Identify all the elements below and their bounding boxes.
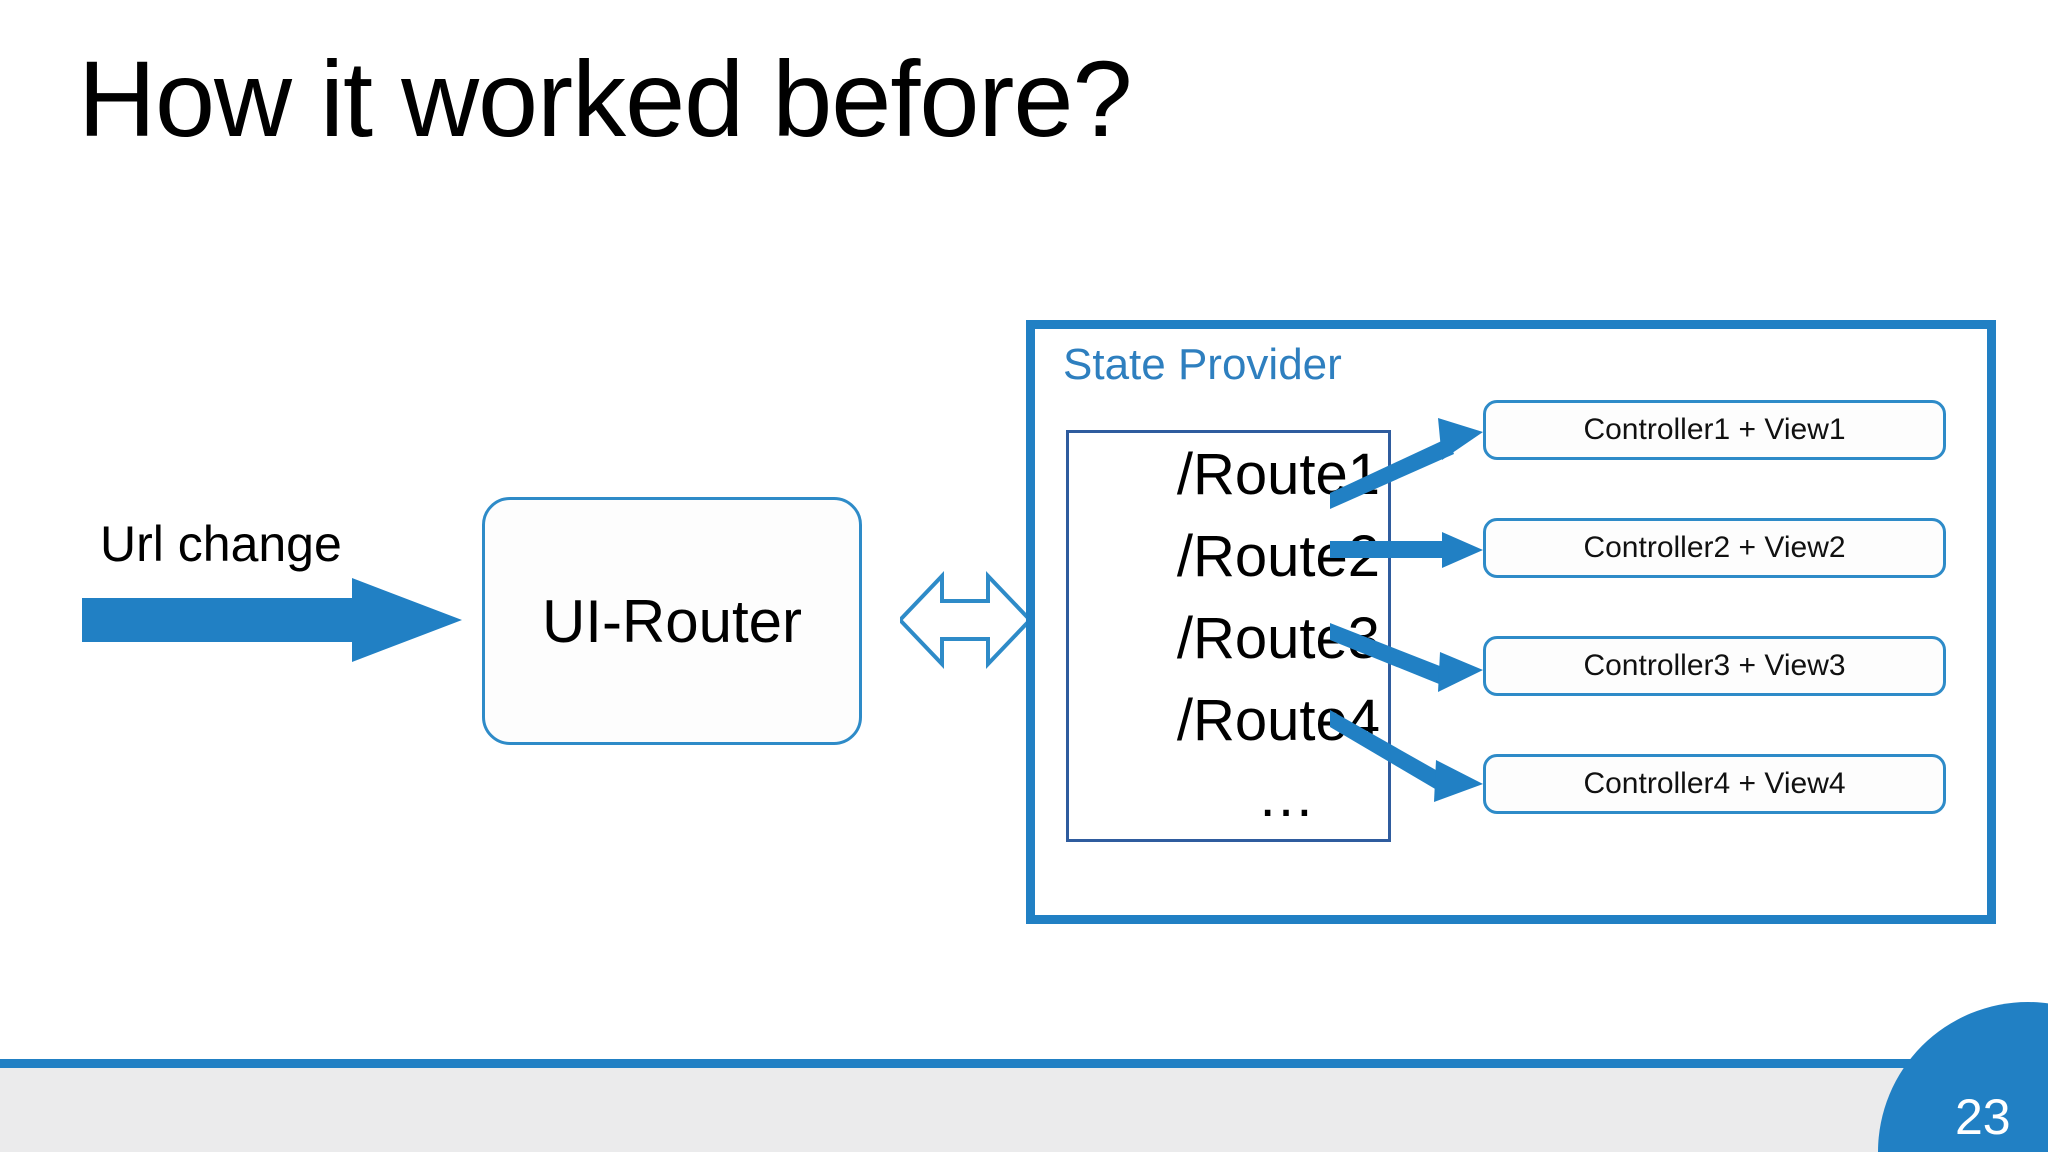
controller-box[interactable]: Controller2 + View2 xyxy=(1483,518,1946,578)
controller-box[interactable]: Controller4 + View4 xyxy=(1483,754,1946,814)
arrow-route3-to-controller3 xyxy=(1330,623,1483,692)
page-number: 23 xyxy=(1955,1089,2011,1145)
ui-router-box[interactable]: UI-Router xyxy=(482,497,862,745)
state-provider-title: State Provider xyxy=(1063,340,1342,389)
page-title: How it worked before? xyxy=(78,38,1133,159)
controller-label: Controller4 + View4 xyxy=(1583,767,1846,800)
controller-label: Controller3 + View3 xyxy=(1583,649,1846,682)
arrow-route1-to-controller1 xyxy=(1330,418,1483,509)
route-list-box: /Route1 /Route2 /Route3 /Route4 … xyxy=(1066,430,1391,842)
left-right-arrow-icon xyxy=(900,571,1030,669)
controller-box[interactable]: Controller1 + View1 xyxy=(1483,400,1946,460)
thick-right-arrow-icon xyxy=(82,578,462,662)
route-item-ellipsis: … xyxy=(1257,764,1320,829)
url-change-label: Url change xyxy=(100,516,342,572)
footer-band xyxy=(0,1068,2048,1152)
controller-box[interactable]: Controller3 + View3 xyxy=(1483,636,1946,696)
controller-label: Controller2 + View2 xyxy=(1583,531,1846,564)
footer-rule xyxy=(0,1059,2048,1068)
route-to-controller-arrows xyxy=(1330,418,1483,802)
controller-label: Controller1 + View1 xyxy=(1583,413,1846,446)
ui-router-label: UI-Router xyxy=(541,587,803,655)
arrow-route2-to-controller2 xyxy=(1330,532,1483,568)
arrow-route4-to-controller4 xyxy=(1330,710,1483,802)
